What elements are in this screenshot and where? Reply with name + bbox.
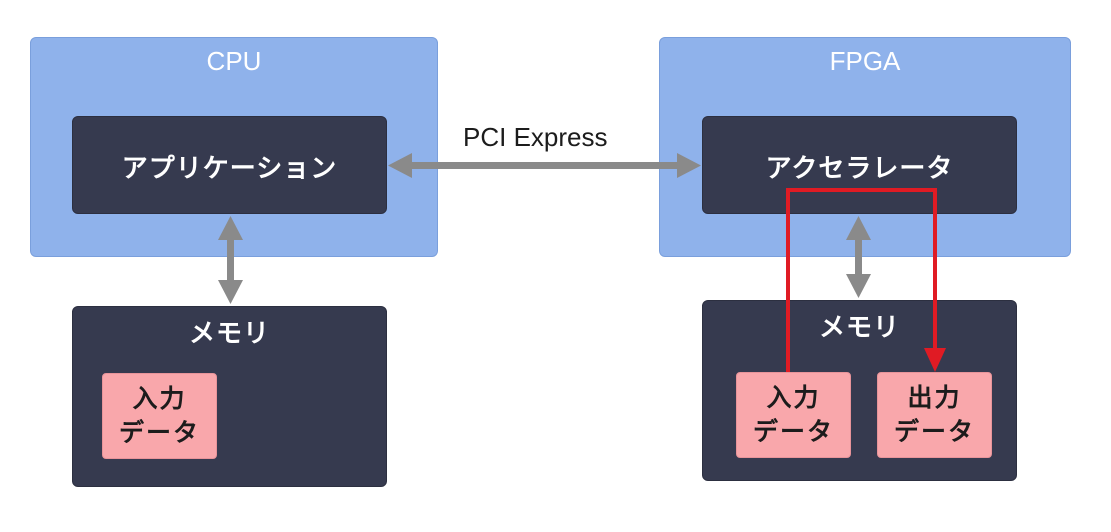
cpu-input-data-box: 入力 データ — [102, 373, 217, 459]
accelerator-label: アクセラレータ — [765, 154, 954, 184]
fpga-input-data-line2: データ — [752, 417, 834, 446]
fpga-output-data-line1: 出力 — [907, 383, 962, 412]
cpu-input-data-line2: データ — [118, 418, 200, 447]
application-box: アプリケーション — [72, 116, 387, 214]
data-flow-arrow — [786, 188, 946, 372]
accelerator-box: アクセラレータ — [702, 116, 1017, 214]
pci-express-label: PCI Express — [463, 122, 608, 152]
cpu-input-data-line1: 入力 — [132, 384, 187, 413]
application-label: アプリケーション — [121, 154, 338, 184]
fpga-input-data-line1: 入力 — [766, 383, 821, 412]
fpga-output-data-line2: データ — [893, 417, 975, 446]
fpga-memory-arrow — [846, 216, 871, 298]
fpga-input-data-box: 入力 データ — [736, 372, 851, 458]
cpu-memory-arrow — [218, 216, 243, 304]
cpu-title: CPU — [206, 46, 262, 76]
pci-express-arrow — [388, 153, 701, 178]
fpga-output-data-box: 出力 データ — [877, 372, 992, 458]
cpu-memory-label: メモリ — [188, 319, 270, 349]
fpga-memory-label: メモリ — [818, 313, 900, 343]
fpga-title: FPGA — [829, 46, 901, 76]
